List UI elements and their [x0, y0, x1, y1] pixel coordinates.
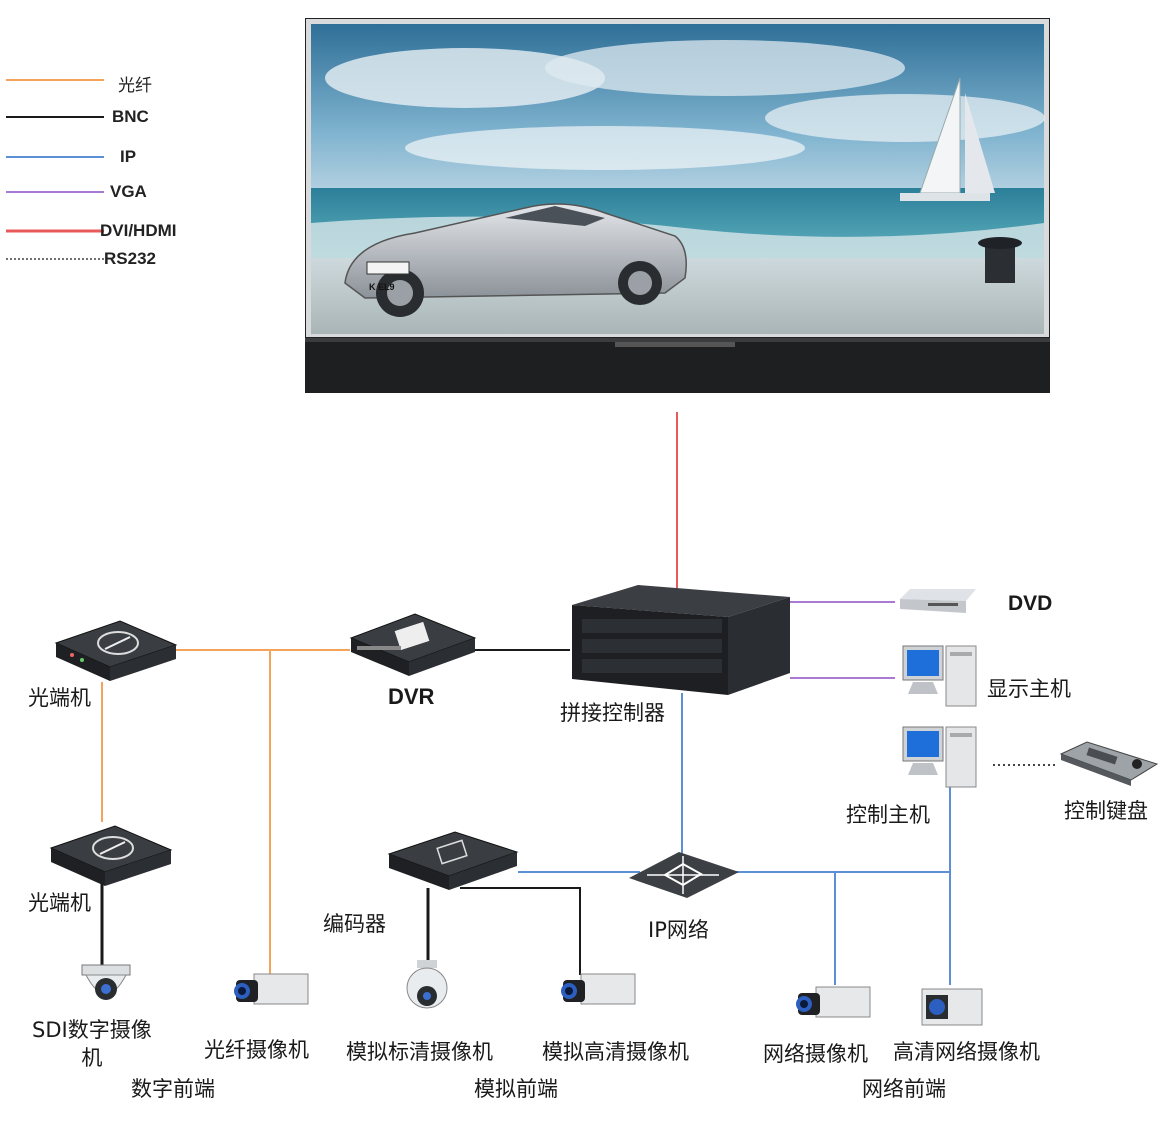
legend-label-bnc: BNC — [112, 107, 149, 126]
display-host-pc-icon — [902, 645, 977, 707]
license-plate: K EL9 — [369, 282, 395, 292]
splice-controller-label: 拼接控制器 — [560, 701, 665, 725]
legend-label-fiber: 光纤 — [118, 76, 152, 96]
optical-terminal-top-icon — [54, 620, 178, 681]
encoder-icon — [387, 831, 519, 890]
dvr-label: DVR — [388, 684, 435, 709]
legend-label-ip: IP — [120, 147, 137, 166]
group-label-analog-front: 模拟前端 — [474, 1077, 558, 1101]
dvd-player-icon — [900, 589, 976, 613]
analog-hd-camera-icon — [561, 973, 636, 1005]
legend-label-rs232: RS232 — [104, 249, 156, 268]
sdi-camera-label: SDI数字摄像 机 — [32, 1018, 152, 1070]
legend-label-vga: VGA — [110, 182, 147, 201]
sdi-dome-camera-icon — [81, 964, 131, 1000]
ip-network-label: IP网络 — [648, 918, 709, 942]
optical-terminal-bottom-icon — [49, 825, 173, 886]
group-label-network-front: 网络前端 — [862, 1077, 946, 1101]
control-host-label: 控制主机 — [846, 803, 930, 827]
network-camera-icon — [796, 986, 871, 1018]
network-camera-label: 网络摄像机 — [763, 1042, 868, 1066]
fiber-camera-icon — [234, 973, 309, 1005]
ip-network-icon — [629, 852, 739, 898]
fiber-camera-label: 光纤摄像机 — [204, 1038, 309, 1062]
control-host-pc-icon — [902, 726, 977, 788]
hd-network-camera-label: 高清网络摄像机 — [893, 1040, 1040, 1064]
optical-terminal-top-label: 光端机 — [28, 686, 91, 710]
analog-hd-camera-label: 模拟高清摄像机 — [542, 1040, 689, 1064]
dvr-icon — [349, 613, 477, 676]
optical-terminal-bottom-label: 光端机 — [28, 891, 91, 915]
encoder-label: 编码器 — [323, 912, 386, 936]
display-host-label: 显示主机 — [987, 677, 1071, 701]
control-keyboard-icon — [1059, 741, 1159, 786]
video-wall: K EL9 — [305, 18, 1050, 393]
legend-label-dvi-hdmi: DVI/HDMI — [100, 221, 177, 240]
analog-sd-camera-icon — [406, 960, 448, 1009]
hd-network-camera-icon — [921, 988, 983, 1026]
analog-sd-camera-label: 模拟标清摄像机 — [346, 1040, 493, 1064]
video-wall-screen — [305, 18, 1050, 393]
control-keyboard-label: 控制键盘 — [1064, 799, 1148, 823]
dvd-label: DVD — [1008, 592, 1053, 615]
legend-lines — [6, 79, 104, 260]
splice-controller-icon — [572, 585, 790, 695]
group-label-digital-front: 数字前端 — [131, 1077, 215, 1101]
